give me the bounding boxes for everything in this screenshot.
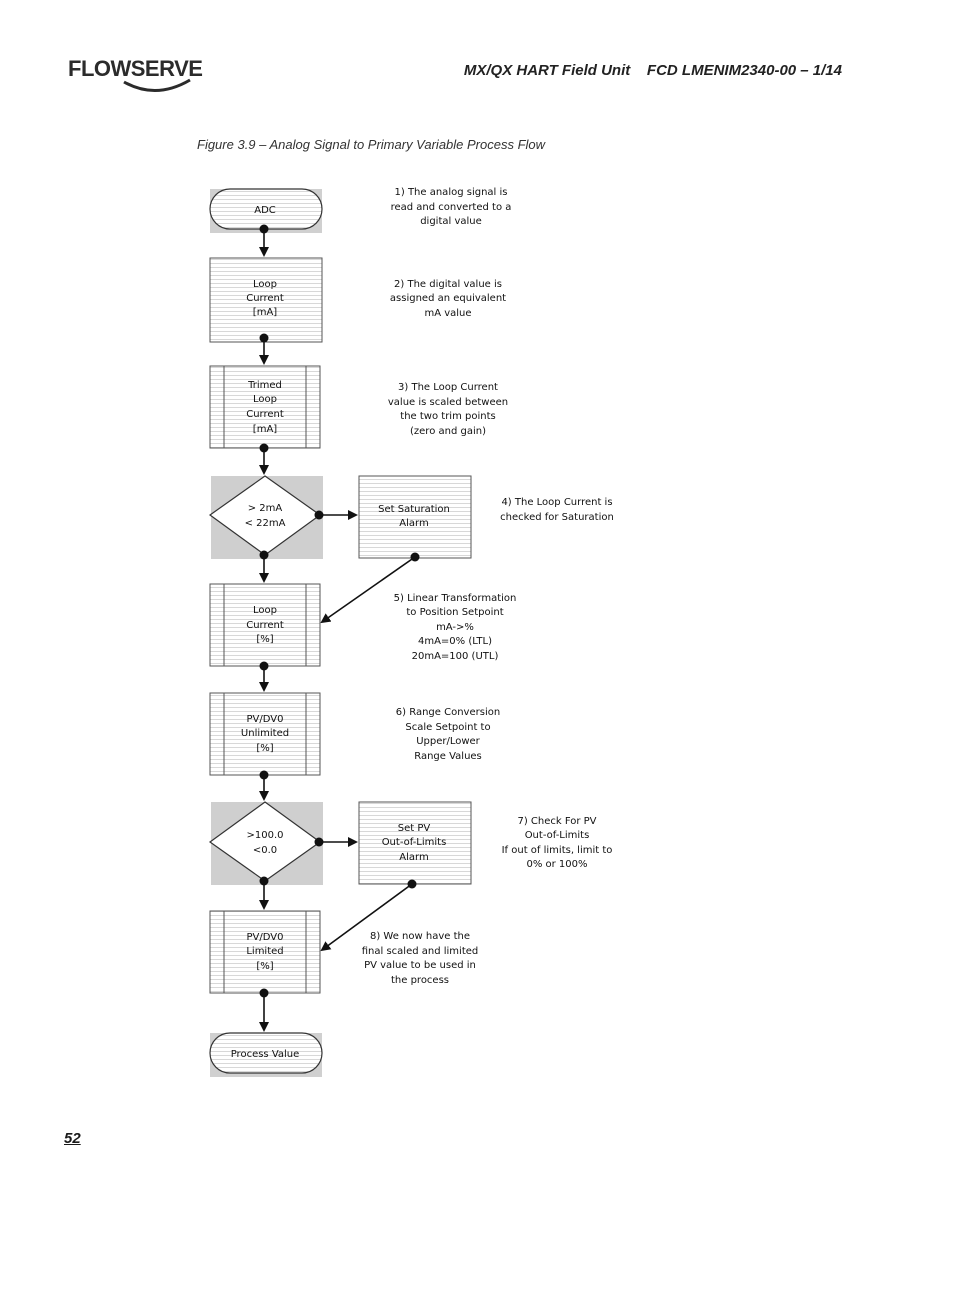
svg-text:to Position Setpoint: to Position Setpoint [406, 607, 503, 618]
saturation-line2: < 22mA [245, 518, 286, 529]
connector-dots [259, 224, 420, 998]
brand-wordmark: FLOWSERVE [68, 56, 203, 81]
svg-text:digital value: digital value [420, 216, 482, 227]
sat-alarm-line2: Alarm [399, 518, 428, 529]
svg-text:Scale Setpoint to: Scale Setpoint to [405, 722, 490, 733]
svg-text:2) The digital value is: 2) The digital value is [394, 279, 502, 290]
trimmed-line1: Trimed [247, 380, 282, 391]
annotation-step2: 2) The digital value is assigned an equi… [390, 279, 506, 319]
loop-current-pct-box: Loop Current [%] [209, 583, 321, 667]
svg-text:read and converted to a: read and converted to a [391, 202, 512, 213]
svg-text:1) The analog signal is: 1) The analog signal is [395, 187, 508, 198]
pv-limit-line2: <0.0 [253, 845, 277, 856]
adc-label: ADC [254, 205, 276, 216]
pv-limited-line1: PV/DV0 [247, 932, 284, 943]
svg-text:mA->%: mA->% [436, 622, 474, 633]
svg-text:assigned an equivalent: assigned an equivalent [390, 293, 506, 304]
svg-text:8) We now have the: 8) We now have the [370, 931, 470, 942]
figure-caption: Figure 3.9 – Analog Signal to Primary Va… [197, 137, 546, 152]
annotation-step1: 1) The analog signal is read and convert… [391, 187, 512, 227]
annotation-step5: 5) Linear Transformation to Position Set… [394, 593, 517, 662]
document-header: MX/QX HART Field Unit FCD LMENIM2340-00 … [463, 62, 842, 79]
set-saturation-alarm-box: Set Saturation Alarm [358, 475, 472, 559]
set-pv-alarm-box: Set PV Out-of-Limits Alarm [358, 801, 472, 885]
svg-text:4) The Loop Current is: 4) The Loop Current is [501, 497, 612, 508]
svg-text:3) The Loop Current: 3) The Loop Current [398, 382, 498, 393]
svg-text:Out-of-Limits: Out-of-Limits [525, 830, 590, 841]
trimmed-line3: Current [246, 409, 284, 420]
pv-alarm-line3: Alarm [399, 852, 428, 863]
loop-current-ma-line2: Current [246, 293, 284, 304]
svg-text:mA value: mA value [424, 308, 471, 319]
svg-text:checked for Saturation: checked for Saturation [500, 512, 614, 523]
pv-unlimited-line1: PV/DV0 [247, 714, 284, 725]
svg-text:5) Linear Transformation: 5) Linear Transformation [394, 593, 517, 604]
svg-text:final scaled and limited: final scaled and limited [362, 946, 479, 957]
svg-text:If out of limits, limit to: If out of limits, limit to [502, 845, 613, 856]
annotation-step3: 3) The Loop Current value is scaled betw… [388, 382, 508, 437]
logo-swoosh-icon [123, 78, 191, 92]
process-value-label: Process Value [231, 1049, 300, 1060]
svg-text:PV value to be used in: PV value to be used in [364, 960, 476, 971]
svg-text:value is scaled between: value is scaled between [388, 397, 508, 408]
annotation-step8: 8) We now have the final scaled and limi… [362, 931, 479, 986]
svg-text:4mA=0% (LTL): 4mA=0% (LTL) [418, 636, 492, 647]
pv-alarm-line1: Set PV [398, 823, 431, 834]
svg-text:20mA=100 (UTL): 20mA=100 (UTL) [412, 651, 499, 662]
loop-pct-line1: Loop [253, 605, 277, 616]
svg-text:Range Values: Range Values [414, 751, 482, 762]
pv-unlimited-line2: Unlimited [241, 728, 289, 739]
annotation-step7: 7) Check For PV Out-of-Limits If out of … [502, 816, 613, 870]
pv-unlimited-box: PV/DV0 Unlimited [%] [209, 692, 321, 776]
saturation-line1: > 2mA [248, 503, 283, 514]
pv-limited-line2: Limited [246, 946, 283, 957]
pv-limited-line3: [%] [256, 961, 273, 972]
svg-text:the two trim points: the two trim points [400, 411, 495, 422]
svg-text:the process: the process [391, 975, 449, 986]
svg-text:Upper/Lower: Upper/Lower [416, 736, 480, 747]
annotation-step4: 4) The Loop Current is checked for Satur… [500, 497, 614, 523]
svg-text:0% or 100%: 0% or 100% [526, 859, 587, 870]
svg-text:(zero and gain): (zero and gain) [410, 426, 486, 437]
loop-current-ma-box: Loop Current [mA] [209, 257, 323, 343]
pv-limit-decision: >100.0 <0.0 [208, 801, 323, 885]
sat-alarm-line1: Set Saturation [378, 504, 450, 515]
loop-current-ma-line1: Loop [253, 279, 277, 290]
pv-limited-box: PV/DV0 Limited [%] [209, 910, 321, 994]
process-value-terminator: Process Value [209, 1032, 323, 1077]
pv-limit-line1: >100.0 [246, 830, 283, 841]
svg-text:6) Range Conversion: 6) Range Conversion [396, 707, 500, 718]
saturation-decision: > 2mA < 22mA [208, 475, 323, 559]
pv-unlimited-line3: [%] [256, 743, 273, 754]
pv-alarm-line2: Out-of-Limits [382, 837, 447, 848]
trimmed-loop-current-box: Trimed Loop Current [mA] [209, 365, 321, 449]
trimmed-line2: Loop [253, 394, 277, 405]
page-number: 52 [64, 1130, 81, 1147]
svg-text:7) Check For PV: 7) Check For PV [517, 816, 596, 827]
annotation-step6: 6) Range Conversion Scale Setpoint to Up… [396, 707, 500, 762]
loop-pct-line2: Current [246, 620, 284, 631]
loop-pct-line3: [%] [256, 634, 273, 645]
trimmed-line4: [mA] [253, 424, 277, 435]
flowserve-logo: FLOWSERVE [68, 52, 208, 98]
loop-current-ma-line3: [mA] [253, 307, 277, 318]
